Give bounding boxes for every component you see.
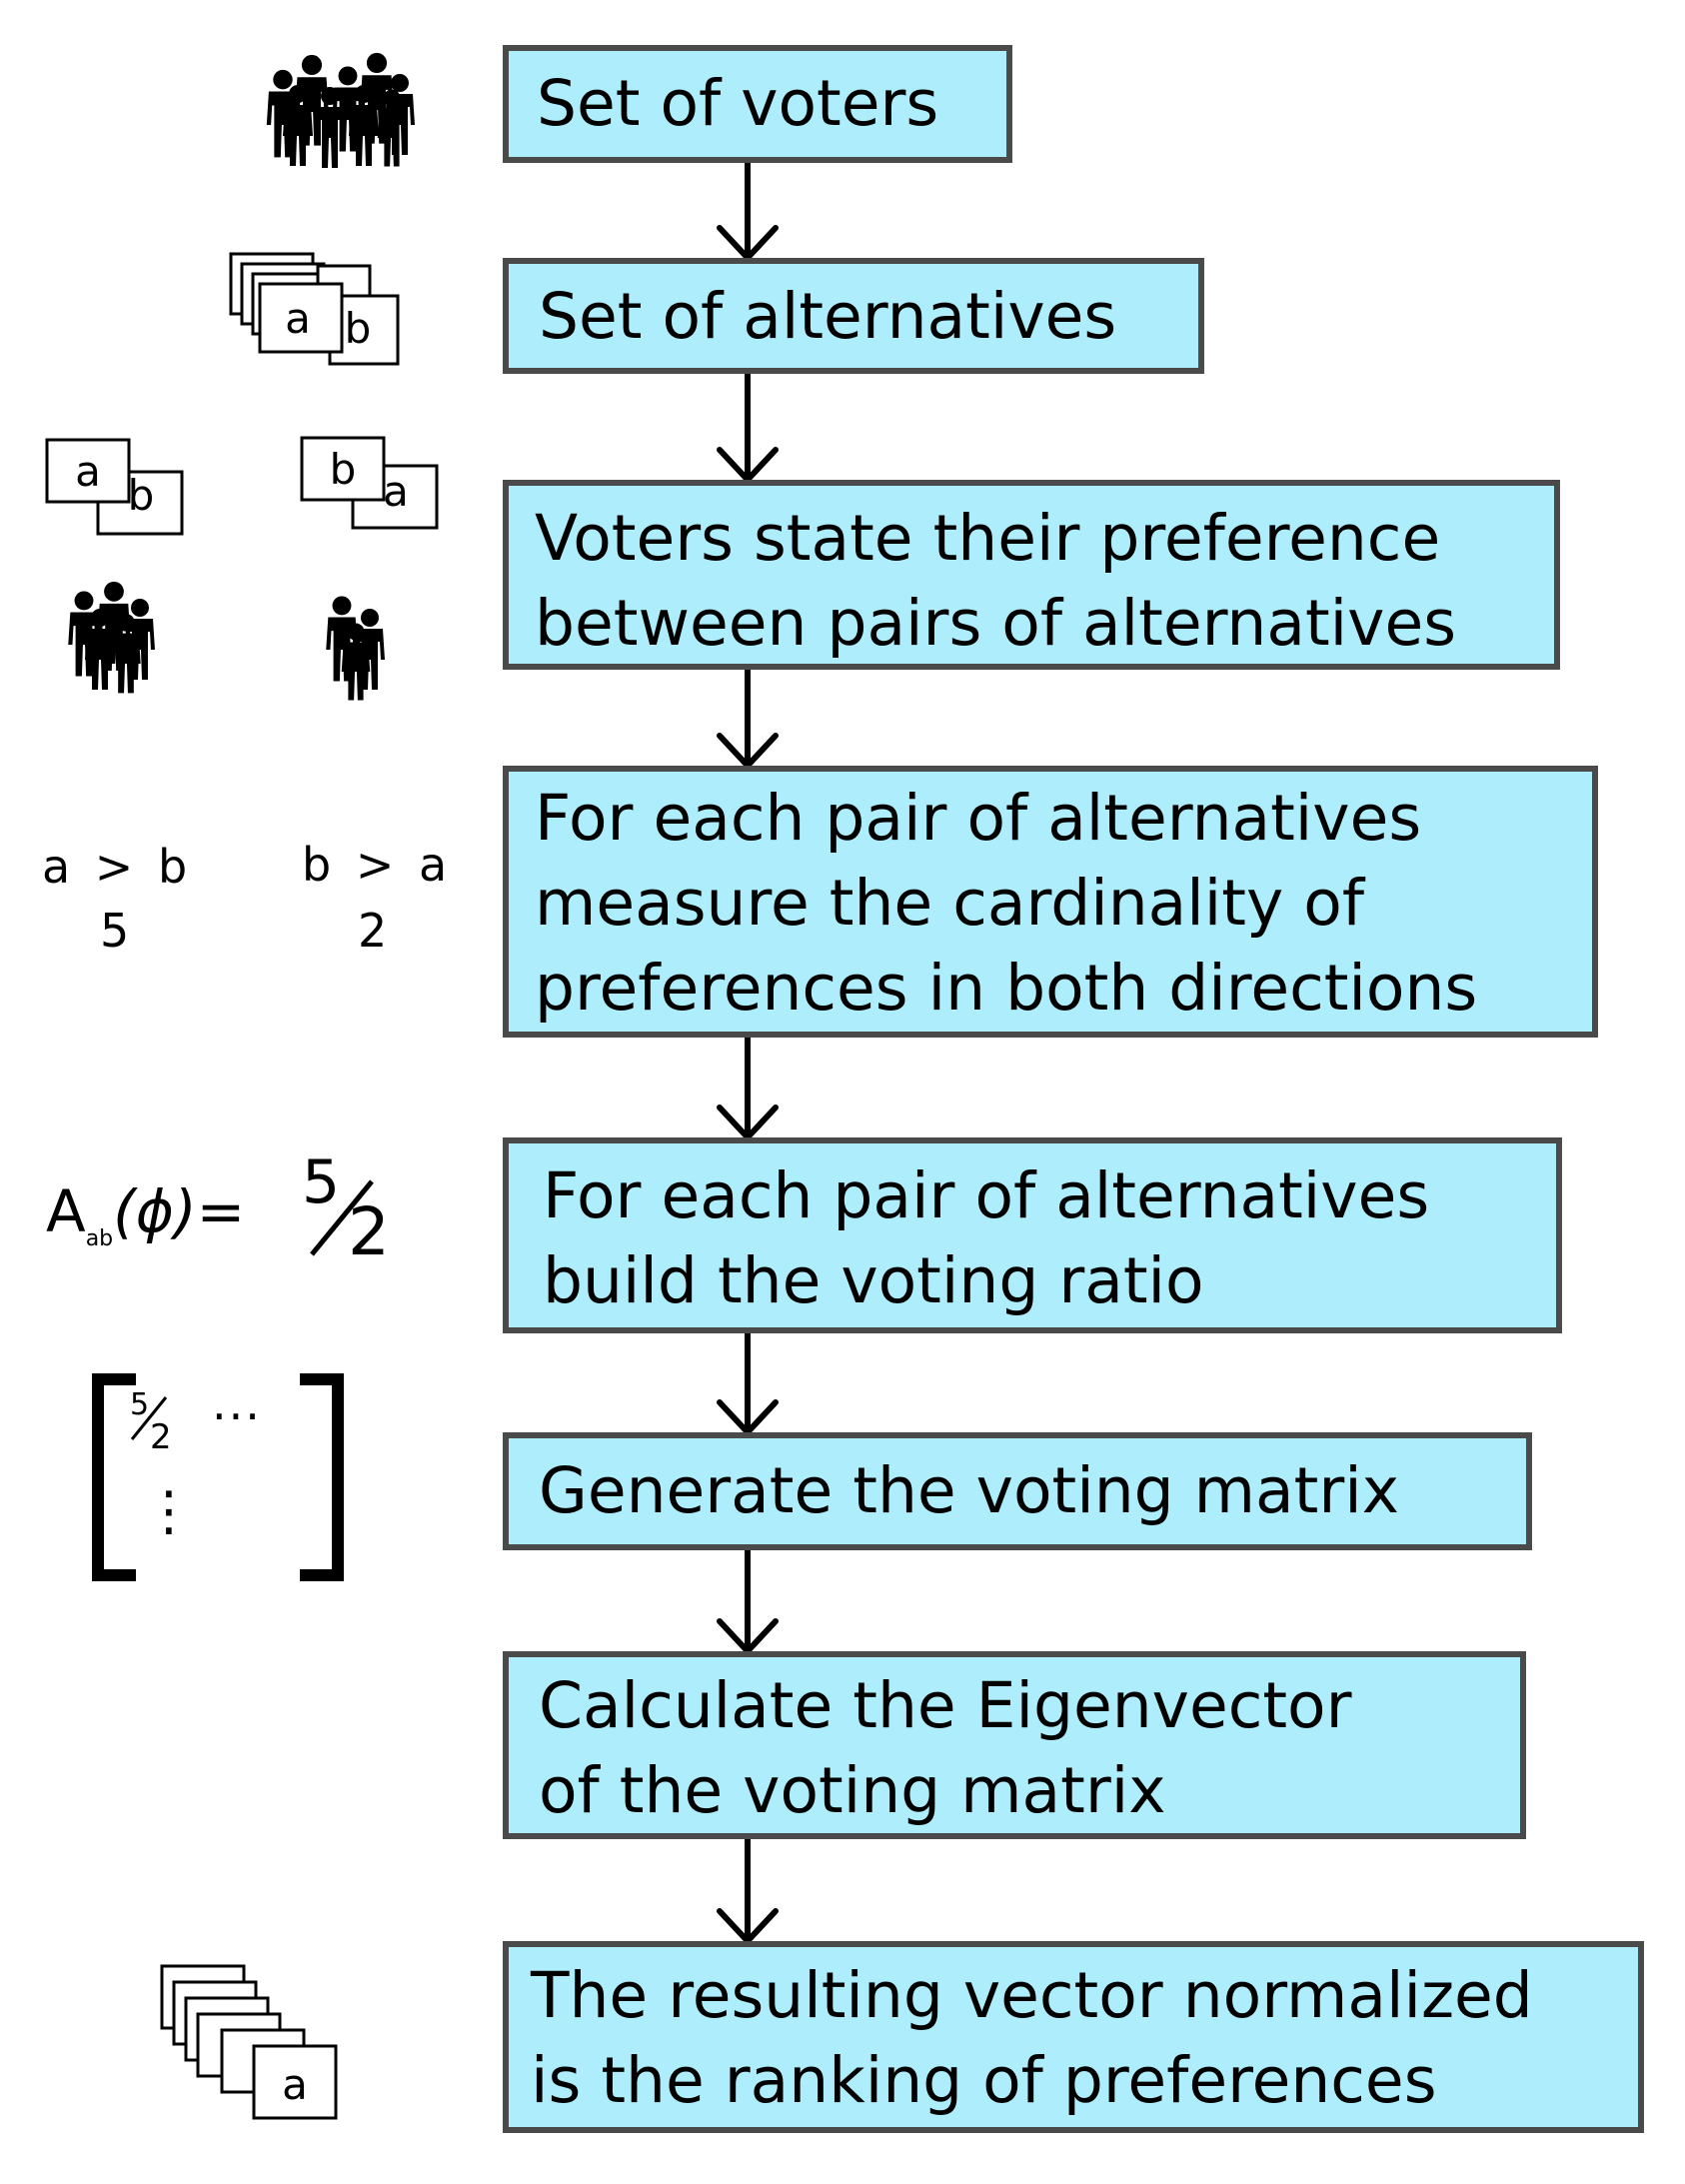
step-line: For each pair of alternatives <box>535 782 1422 855</box>
voters-left-group-icon <box>68 581 155 694</box>
step-line: Voters state their preference <box>535 502 1441 575</box>
preference-left-relation: a > b <box>42 840 188 894</box>
step-set-of-voters: Set of voters <box>503 45 1012 163</box>
step-generate-voting-matrix: Generate the voting matrix <box>503 1432 1532 1550</box>
step-set-of-alternatives: Set of alternatives <box>503 258 1204 374</box>
ratio-label: A <box>46 1177 86 1245</box>
voting-ratio-formula: Aab(ϕ)= <box>46 1171 245 1279</box>
step-line: is the ranking of preferences <box>531 2044 1437 2117</box>
preference-right-front-letter: b <box>330 445 357 494</box>
preference-left-back-letter: b <box>128 471 155 520</box>
matrix-numerator: 5 <box>130 1387 150 1422</box>
step-voters-state-preference: Voters state their preference between pa… <box>503 480 1560 670</box>
ratio-argument: (ϕ)= <box>113 1177 246 1245</box>
step-ranking-of-preferences: The resulting vector normalized is the r… <box>503 1941 1644 2133</box>
preference-cards-left-icon <box>45 438 184 536</box>
ratio-denominator: 2 <box>348 1193 390 1270</box>
alternatives-card-back-letter: b <box>345 304 372 353</box>
matrix-column-dots: ⋮ <box>142 1479 196 1542</box>
matrix-row-dots: ··· <box>212 1389 262 1443</box>
step-line: Set of voters <box>537 67 939 140</box>
step-measure-cardinality: For each pair of alternatives measure th… <box>503 766 1598 1038</box>
preference-cards-right-icon <box>300 436 439 530</box>
preference-right-relation: b > a <box>302 838 448 892</box>
step-line: preferences in both directions <box>535 952 1478 1025</box>
alternatives-cards-icon <box>229 252 400 366</box>
alternatives-card-front-letter: a <box>285 294 311 343</box>
voters-right-group-icon <box>326 596 385 701</box>
matrix-bracket-icon <box>92 1373 344 1581</box>
step-line: For each pair of alternatives <box>543 1159 1430 1232</box>
preference-right-count: 2 <box>358 904 388 958</box>
step-line: Set of alternatives <box>539 280 1117 353</box>
step-calculate-eigenvector: Calculate the Eigenvector of the voting … <box>503 1651 1526 1839</box>
people-group-icon <box>266 52 415 168</box>
preference-left-count: 5 <box>100 904 130 958</box>
step-build-voting-ratio: For each pair of alternatives build the … <box>503 1137 1562 1333</box>
step-line: The resulting vector normalized <box>531 1959 1533 2032</box>
step-line: Calculate the Eigenvector <box>539 1669 1352 1742</box>
ranking-cards-icon <box>160 1964 338 2120</box>
step-line: measure the cardinality of <box>535 867 1365 940</box>
preference-right-back-letter: a <box>383 467 409 516</box>
step-line: Generate the voting matrix <box>539 1454 1400 1527</box>
step-line: of the voting matrix <box>539 1754 1166 1827</box>
step-line: between pairs of alternatives <box>535 587 1457 660</box>
preference-left-front-letter: a <box>75 447 101 496</box>
ranking-card-letter: a <box>282 2060 308 2109</box>
ratio-numerator: 5 <box>302 1147 341 1217</box>
ratio-subscript: ab <box>85 1226 114 1251</box>
step-line: build the voting ratio <box>543 1244 1204 1317</box>
matrix-denominator: 2 <box>150 1417 172 1457</box>
